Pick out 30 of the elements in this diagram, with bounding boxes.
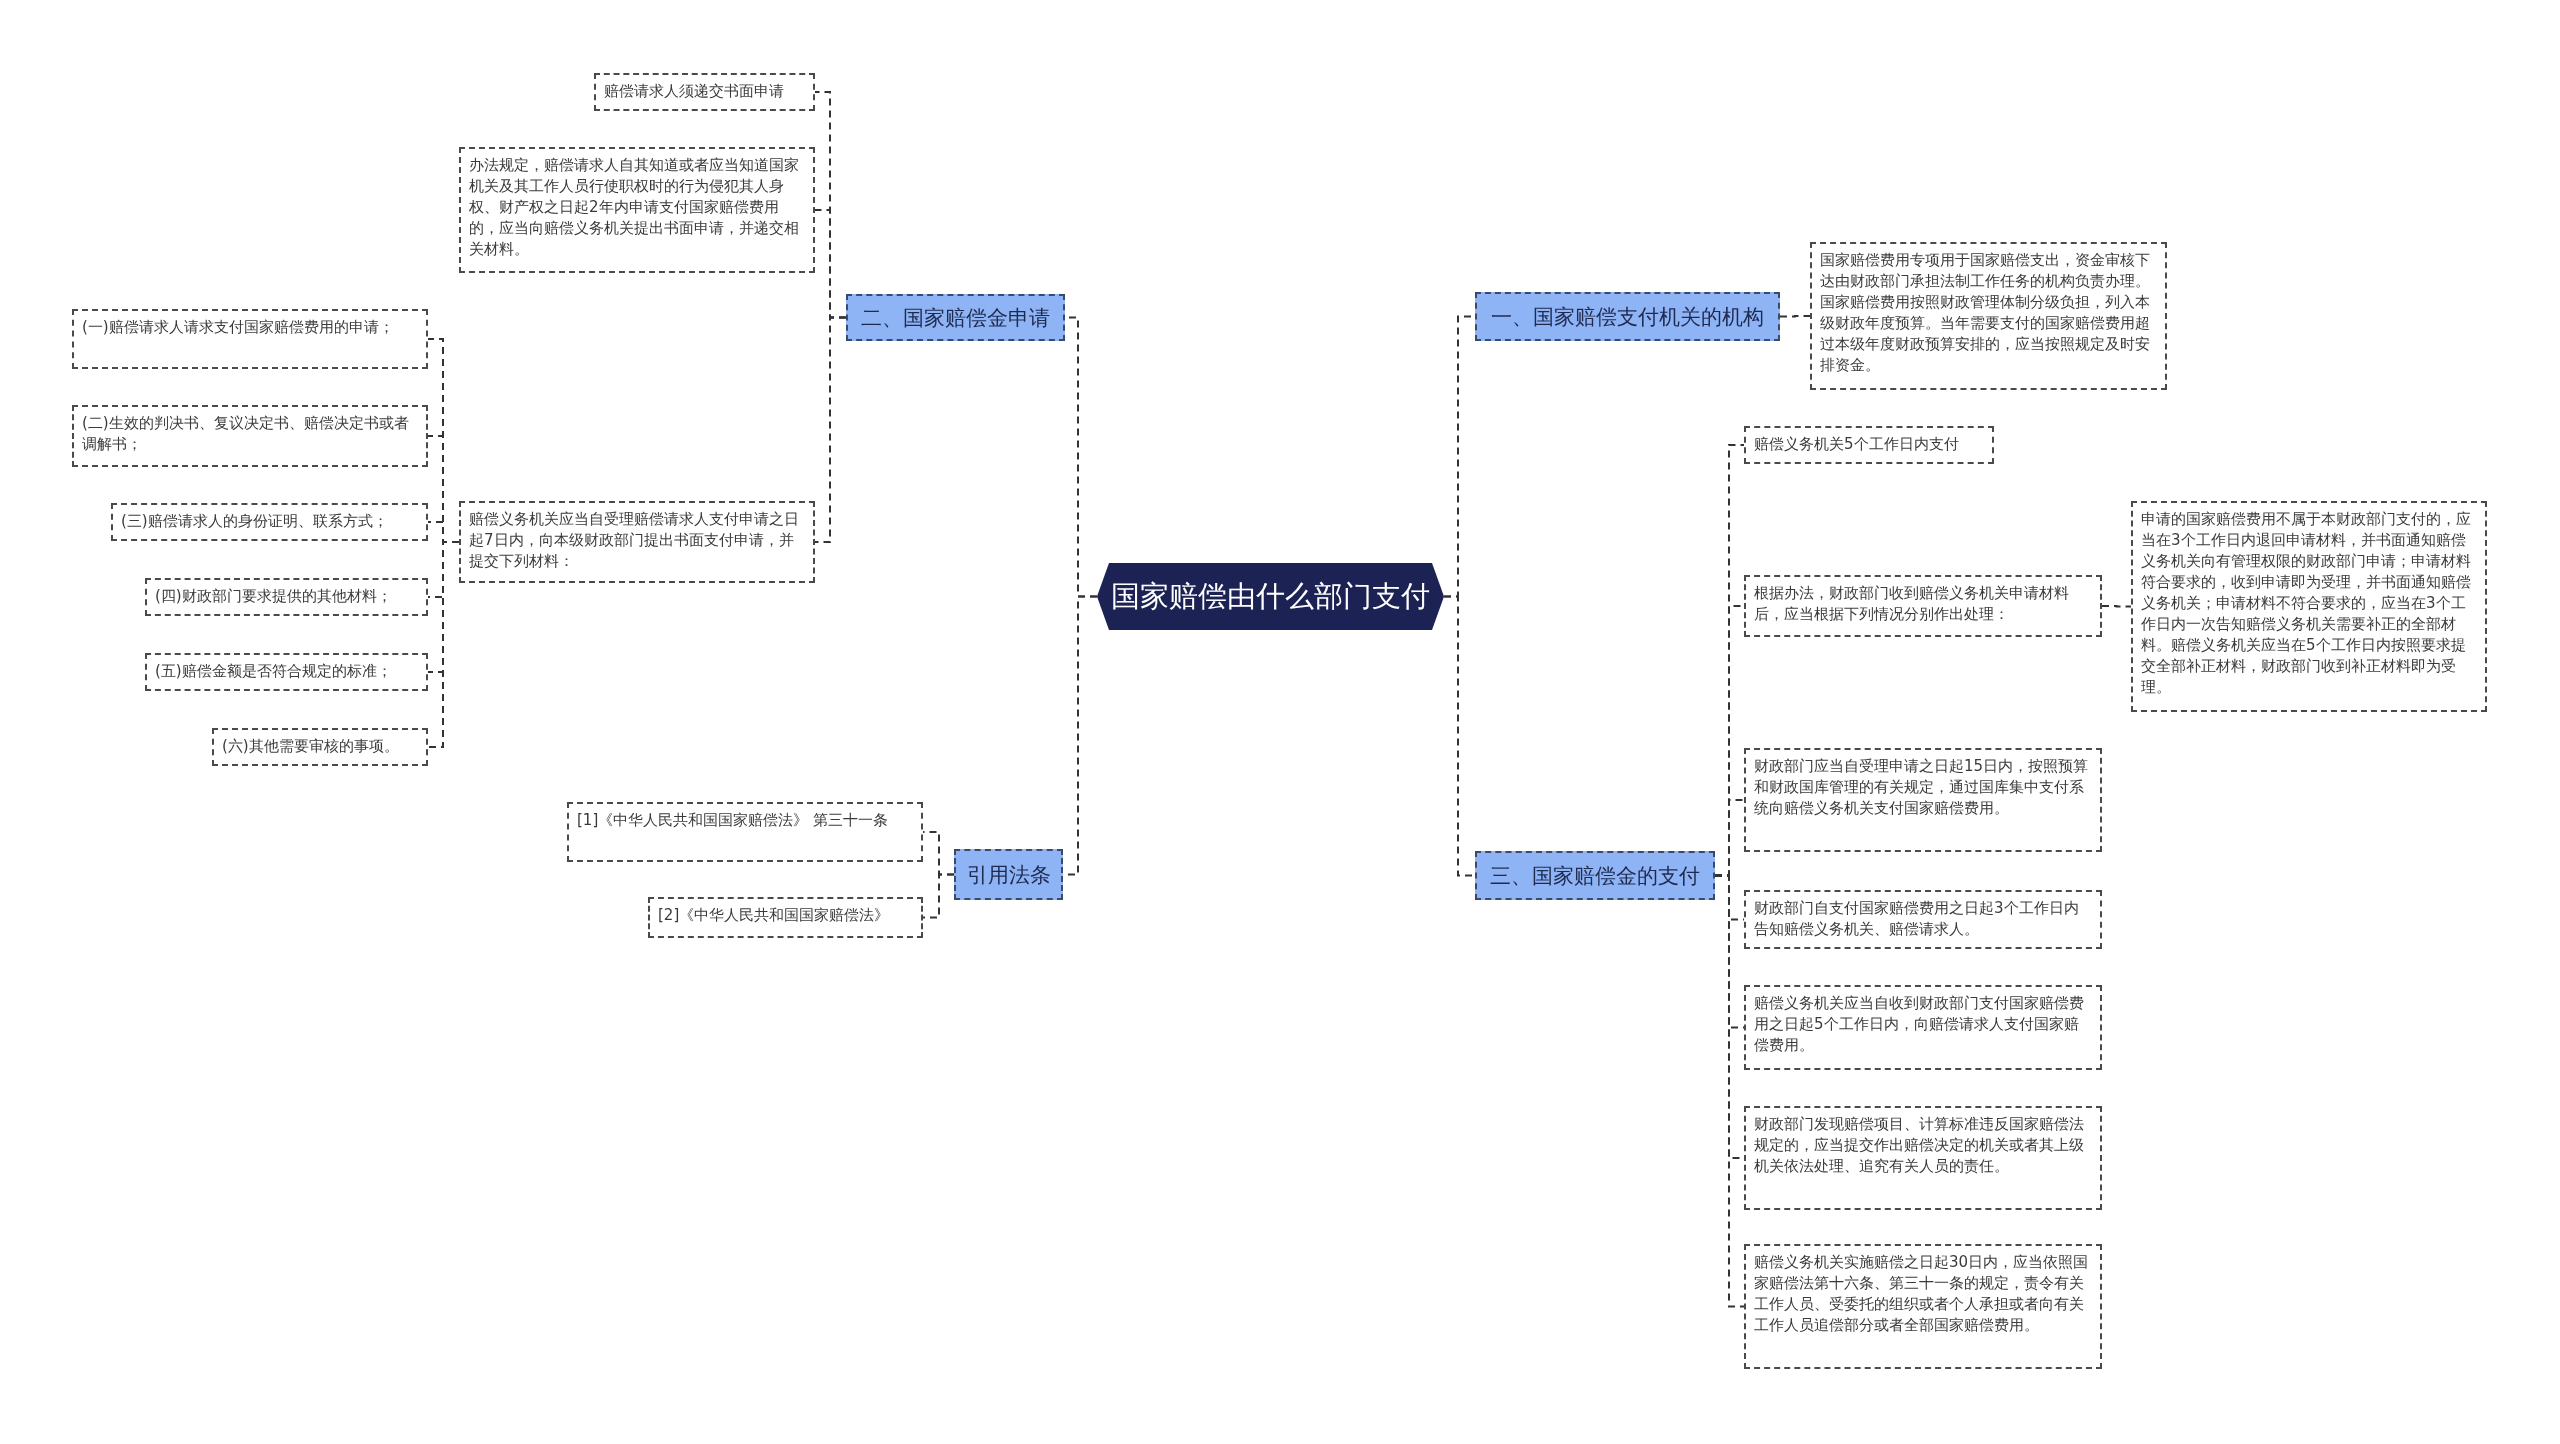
text-box: (五)赔偿金额是否符合规定的标准； [145,653,428,691]
text-box: 办法规定，赔偿请求人自其知道或者应当知道国家机关及其工作人员行使职权时的行为侵犯其人身权、财产权之日起2年内申请支付国家赔偿费用的，应当向赔偿义务机关提出书面申请，并递交相关材料。 [459,147,815,273]
text-box: (六)其他需要审核的事项。 [212,728,428,766]
text-box: 赔偿义务机关5个工作日内支付 [1744,426,1994,464]
text-box: [1]《中华人民共和国国家赔偿法》 第三十一条 [567,802,923,862]
text-box: 财政部门发现赔偿项目、计算标准违反国家赔偿法规定的，应当提交作出赔偿决定的机关或者其上级机关依法处理、追究有关人员的责任。 [1744,1106,2102,1210]
text-box: 赔偿义务机关应当自收到财政部门支付国家赔偿费用之日起5个工作日内，向赔偿请求人支付国家赔偿费用。 [1744,985,2102,1070]
text-box: (四)财政部门要求提供的其他材料； [145,578,428,616]
text-box: 根据办法，财政部门收到赔偿义务机关申请材料后，应当根据下列情况分别作出处理： [1744,575,2102,637]
text-box: 财政部门应当自受理申请之日起15日内，按照预算和财政国库管理的有关规定，通过国库集中支付系统向赔偿义务机关支付国家赔偿费用。 [1744,748,2102,852]
branch-box: 三、国家赔偿金的支付 [1475,851,1715,900]
branch-box: 二、国家赔偿金申请 [846,294,1065,341]
text-box: 赔偿义务机关实施赔偿之日起30日内，应当依照国家赔偿法第十六条、第三十一条的规定，责令有关工作人员、受委托的组织或者个人承担或者向有关工作人员追偿部分或者全部国家赔偿费用。 [1744,1244,2102,1369]
text-box: (一)赔偿请求人请求支付国家赔偿费用的申请； [72,309,428,369]
branch-box: 一、国家赔偿支付机关的机构 [1475,292,1780,341]
connector-line [922,873,955,919]
connector-line [2101,605,2132,608]
connector-line [427,541,460,748]
connector-line [1779,315,1811,318]
text-box: 赔偿请求人须递交书面申请 [594,73,815,111]
central-topic: 国家赔偿由什么部门支付 [1097,563,1444,630]
text-box: 国家赔偿费用专项用于国家赔偿支出，资金审核下达由财政部门承担法制工作任务的机构负责办理。国家赔偿费用按照财政管理体制分级负担，列入本级财政年度预算。当年需要支付的国家赔偿费用超过本级年度财政预算安排的，应当按照规定及时安排资金。 [1810,242,2167,390]
branch-box: 引用法条 [954,849,1063,900]
text-box: [2]《中华人民共和国国家赔偿法》 [648,897,923,938]
text-box: (三)赔偿请求人的身份证明、联系方式； [111,503,428,541]
text-box: (二)生效的判决书、复议决定书、赔偿决定书或者调解书； [72,405,428,467]
connector-line [814,316,847,543]
text-box: 申请的国家赔偿费用不属于本财政部门支付的，应当在3个工作日内退回申请材料，并书面通知赔偿义务机关向有管理权限的财政部门申请；申请材料符合要求的，收到申请即为受理，并书面通知赔偿义务机关；申请材料不符合要求的，应当在3个工作日内一次告知赔偿义务机关需要补正的全部材料。赔偿义务机关应当在5个工作日内按照要求提交全部补正材料，财政部门收到补正材料即为受理。 [2131,501,2487,712]
text-box: 赔偿义务机关应当自受理赔偿请求人支付申请之日起7日内，向本级财政部门提出书面支付申请，并提交下列材料： [459,501,815,583]
text-box: 财政部门自支付国家赔偿费用之日起3个工作日内告知赔偿义务机关、赔偿请求人。 [1744,890,2102,949]
